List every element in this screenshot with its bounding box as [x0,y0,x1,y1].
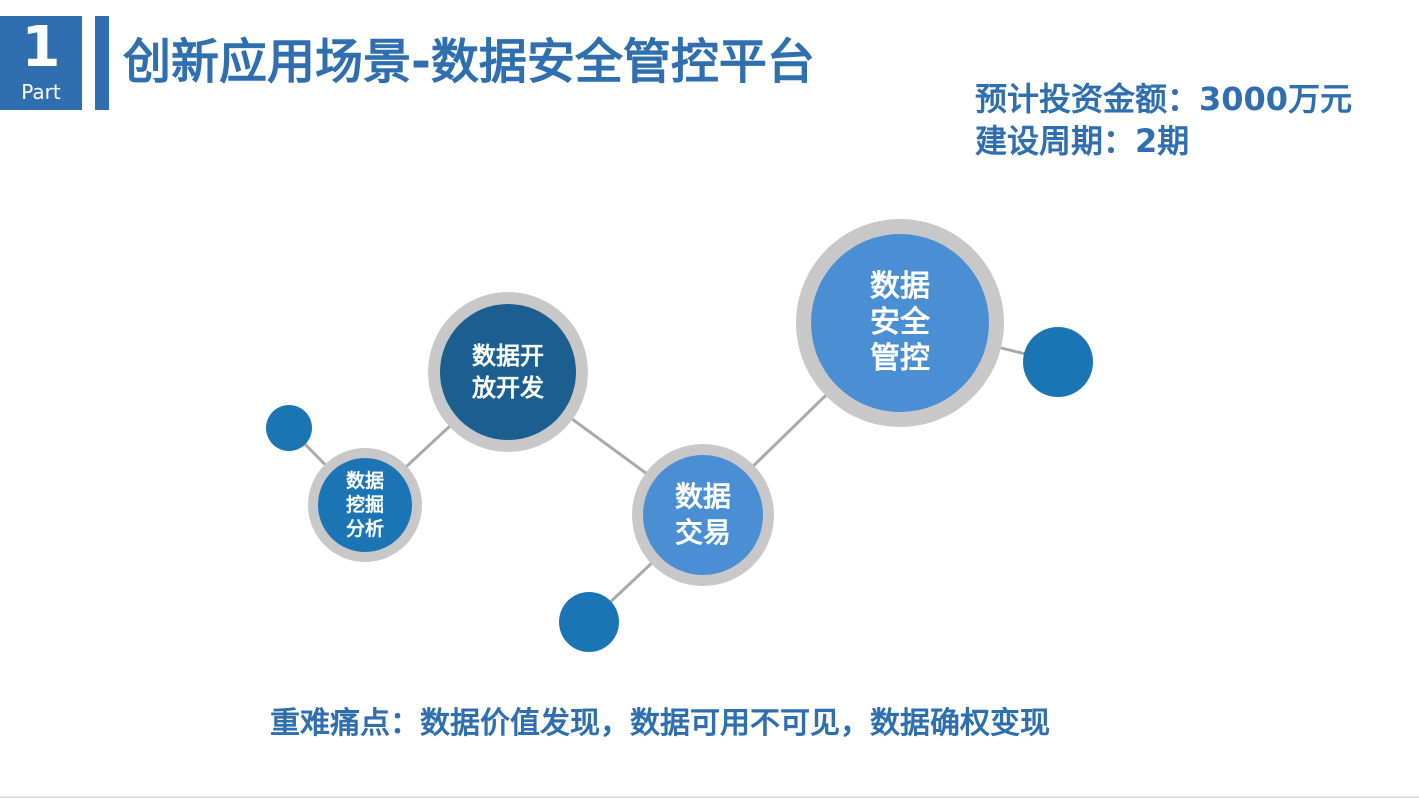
part-number: 1 [21,15,61,80]
investment-amount: 预计投资金额：3000万元 [975,80,1353,118]
node-label-opendev: 数据开 放开发 [472,342,544,402]
dot-right [1023,327,1093,397]
node-label-security: 数据 安全 管控 [870,269,930,376]
node-mining [318,458,412,552]
dot-left [266,405,312,451]
node-opendev [440,304,576,440]
part-badge: 1 Part [0,16,82,110]
node-security [811,234,989,412]
page-title: 创新应用场景-数据安全管控平台 [123,34,815,90]
node-label-trade: 数据 交易 [674,480,731,549]
part-label: Part [21,80,61,104]
dot-bottom [559,592,619,652]
title-accent-bar [95,16,109,110]
project-info: 预计投资金额：3000万元 建设周期：2期 [975,78,1352,162]
pain-points: 重难痛点：数据价值发现，数据可用不可见，数据确权变现 [270,706,1050,741]
node-label-mining: 数据 挖掘 分析 [345,470,384,540]
bottom-divider [0,796,1419,798]
node-trade [643,455,763,575]
construction-period: 建设周期：2期 [975,122,1190,160]
